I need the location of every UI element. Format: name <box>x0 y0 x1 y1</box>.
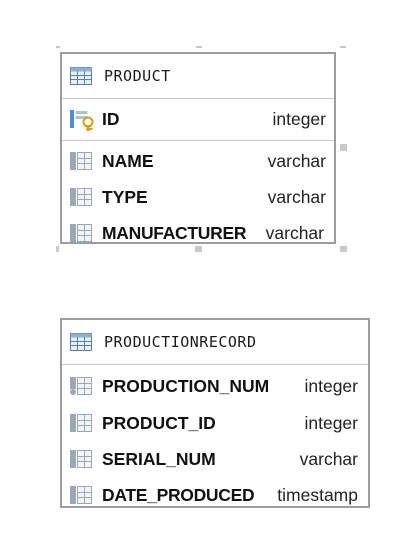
selection-handle[interactable] <box>340 144 347 151</box>
column-row-production-num[interactable]: PRODUCTION_NUM integer <box>62 367 368 405</box>
entity-title: PRODUCTIONRECORD <box>104 333 257 351</box>
column-icon <box>70 414 92 432</box>
column-type: varchar <box>265 222 324 243</box>
primary-key-icon <box>70 109 94 131</box>
column-type: varchar <box>267 150 326 171</box>
column-type: varchar <box>267 186 326 207</box>
column-name: NAME <box>102 150 154 171</box>
column-row-serial-num[interactable]: SERIAL_NUM varchar <box>62 441 368 477</box>
column-row-date-produced[interactable]: DATE_PRODUCED timestamp <box>62 477 368 513</box>
column-row-name[interactable]: NAME varchar <box>62 143 334 179</box>
selection-handle[interactable] <box>340 246 347 252</box>
table-icon <box>70 67 92 85</box>
selection-handle[interactable] <box>196 46 202 48</box>
column-name: SERIAL_NUM <box>102 448 216 469</box>
selection-handle[interactable] <box>56 246 59 252</box>
column-name: ID <box>102 109 120 129</box>
entity-productionrecord[interactable]: PRODUCTIONRECORD PRODUCTION_NUM integer … <box>60 318 370 508</box>
column-row-id[interactable]: ID integer <box>62 99 334 141</box>
column-icon <box>70 224 92 242</box>
column-name: PRODUCT_ID <box>102 412 216 433</box>
table-icon <box>70 333 92 351</box>
column-icon <box>70 152 92 170</box>
selection-handle[interactable] <box>195 246 202 252</box>
entity-product[interactable]: PRODUCT ID integer NAME varchar <box>60 52 336 244</box>
column-type: timestamp <box>277 484 358 505</box>
column-name: MANUFACTURER <box>102 222 247 243</box>
column-icon <box>70 188 92 206</box>
column-name: PRODUCTION_NUM <box>102 375 270 396</box>
column-row-type[interactable]: TYPE varchar <box>62 179 334 215</box>
column-type: integer <box>272 109 326 129</box>
column-type: integer <box>304 375 358 396</box>
selection-handle[interactable] <box>340 46 346 48</box>
column-icon <box>70 450 92 468</box>
column-icon <box>70 486 92 504</box>
column-type: integer <box>304 412 358 433</box>
column-icon <box>70 377 92 395</box>
entity-header: PRODUCT <box>62 54 334 99</box>
entity-title: PRODUCT <box>104 67 171 85</box>
column-row-manufacturer[interactable]: MANUFACTURER varchar <box>62 215 334 251</box>
column-row-product-id[interactable]: PRODUCT_ID integer <box>62 405 368 441</box>
column-name: TYPE <box>102 186 148 207</box>
entity-header: PRODUCTIONRECORD <box>62 320 368 365</box>
selection-handle[interactable] <box>56 46 60 48</box>
column-type: varchar <box>299 448 358 469</box>
column-name: DATE_PRODUCED <box>102 484 255 505</box>
